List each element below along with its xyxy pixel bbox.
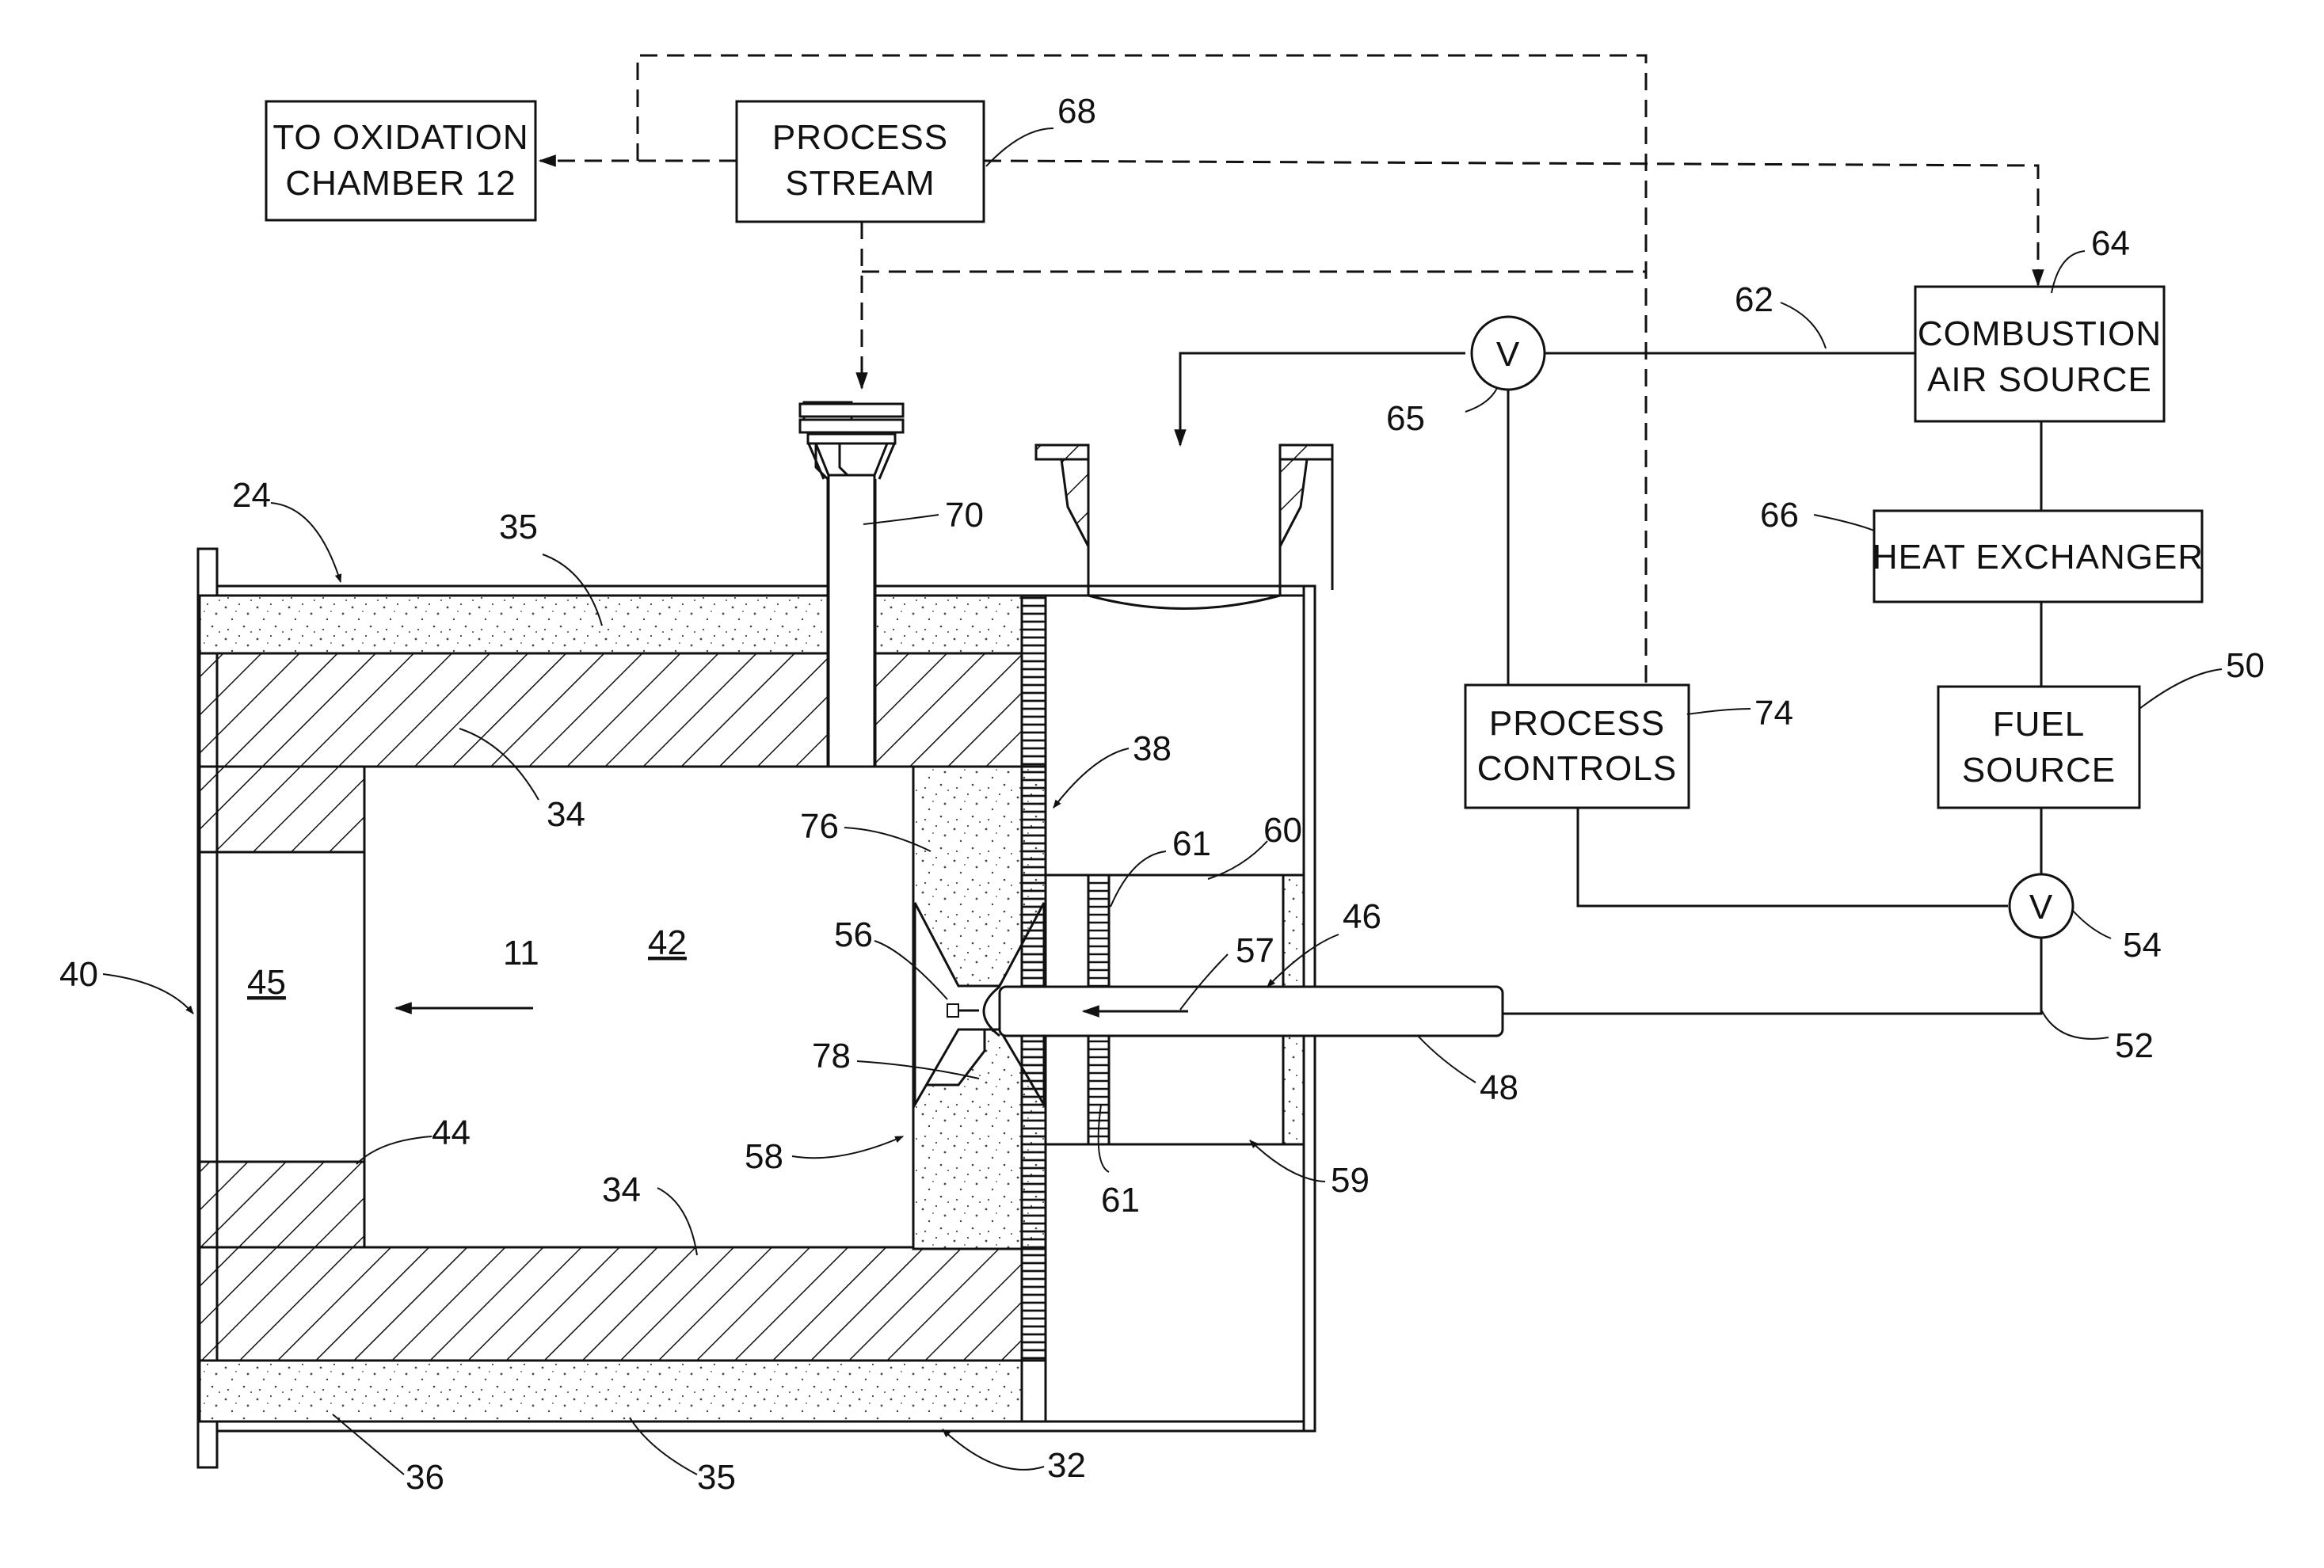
svg-text:STREAM: STREAM <box>785 164 935 203</box>
heat-exchanger-box: HEAT EXCHANGER <box>1873 511 2204 602</box>
ref-34a: 34 <box>547 795 585 834</box>
ref-78: 78 <box>812 1037 851 1075</box>
ref-52: 52 <box>2115 1026 2154 1065</box>
ref-35b: 35 <box>697 1458 736 1497</box>
ref-24: 24 <box>232 476 271 515</box>
ref-64: 64 <box>2091 224 2130 263</box>
ref-62: 62 <box>1735 280 1773 319</box>
process-stream-box: PROCESS STREAM <box>737 101 984 222</box>
ref-45: 45 <box>247 963 286 1002</box>
svg-text:COMBUSTION: COMBUSTION <box>1918 314 2162 353</box>
ref-54: 54 <box>2123 926 2162 965</box>
valve-65: V <box>1472 317 1545 390</box>
ref-56: 56 <box>834 915 873 954</box>
ref-57: 57 <box>1236 931 1274 970</box>
ref-58: 58 <box>745 1137 783 1176</box>
ref-38: 38 <box>1133 729 1172 768</box>
ref-61a: 61 <box>1172 824 1211 863</box>
fuel-source-box: FUEL SOURCE <box>1938 687 2139 808</box>
ref-68: 68 <box>1057 92 1096 131</box>
svg-text:V: V <box>1496 335 1520 374</box>
svg-text:FUEL: FUEL <box>1993 705 2085 744</box>
ref-35a: 35 <box>499 508 538 546</box>
combustion-air-source-box: COMBUSTION AIR SOURCE <box>1915 287 2164 421</box>
ref-11: 11 <box>503 934 539 972</box>
ref-34b: 34 <box>602 1170 641 1209</box>
ref-70: 70 <box>945 496 984 535</box>
ref-61b: 61 <box>1101 1181 1140 1220</box>
ref-66: 66 <box>1760 496 1799 535</box>
ref-46: 46 <box>1343 897 1381 936</box>
ref-36: 36 <box>406 1458 444 1497</box>
svg-text:SOURCE: SOURCE <box>1962 751 2116 790</box>
svg-text:PROCESS: PROCESS <box>1489 704 1665 743</box>
svg-text:CHAMBER 12: CHAMBER 12 <box>285 164 516 203</box>
ref-44: 44 <box>432 1113 471 1152</box>
ref-40: 40 <box>59 955 98 994</box>
svg-text:PROCESS: PROCESS <box>772 118 948 157</box>
oxidation-chamber-box: TO OXIDATION CHAMBER 12 <box>266 101 535 220</box>
svg-text:HEAT EXCHANGER: HEAT EXCHANGER <box>1873 538 2204 577</box>
ref-60: 60 <box>1263 811 1302 850</box>
ref-59: 59 <box>1331 1161 1370 1200</box>
process-controls-box: PROCESS CONTROLS <box>1465 685 1689 808</box>
svg-text:TO OXIDATION: TO OXIDATION <box>272 118 528 157</box>
valve-54: V <box>2010 874 2073 938</box>
ref-76: 76 <box>800 807 839 846</box>
ref-48: 48 <box>1480 1068 1518 1107</box>
svg-text:AIR SOURCE: AIR SOURCE <box>1927 360 2152 399</box>
ref-50: 50 <box>2226 646 2265 685</box>
svg-text:V: V <box>2029 888 2053 927</box>
ref-32: 32 <box>1047 1446 1086 1485</box>
ref-65: 65 <box>1386 399 1425 438</box>
ref-42: 42 <box>648 923 687 962</box>
svg-text:CONTROLS: CONTROLS <box>1477 749 1677 788</box>
ref-74: 74 <box>1754 694 1793 733</box>
